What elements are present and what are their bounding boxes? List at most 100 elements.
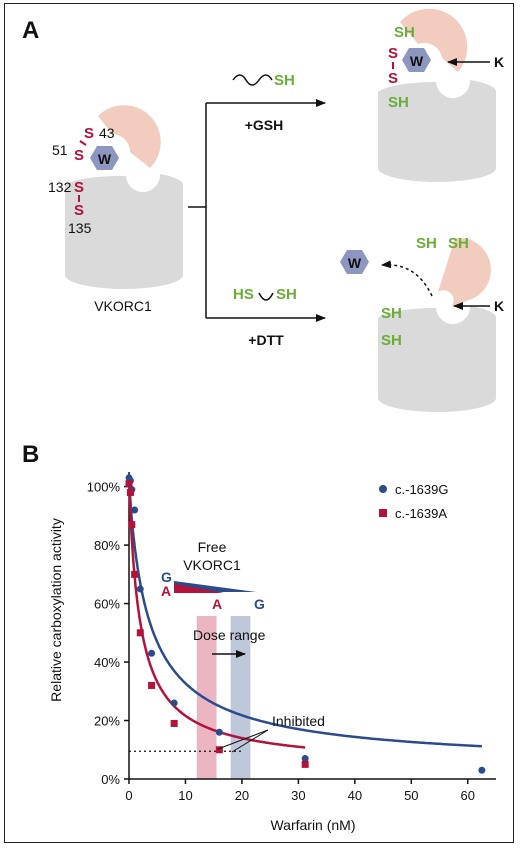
data-point-g (148, 649, 156, 657)
vkorc1-dtt-product: W SH SH SH SH K (340, 235, 504, 412)
x-tick-label: 20 (235, 788, 249, 803)
pink-loop-left (98, 105, 161, 168)
panel-a-letter: A (22, 17, 39, 44)
reaction-arrows (188, 99, 326, 322)
y-tick-label: 80% (94, 538, 120, 553)
dtt-product-sh-3: SH (381, 305, 402, 322)
free-a-right: A (212, 596, 222, 612)
data-point-a (301, 760, 309, 768)
dose-range-band (196, 616, 217, 779)
x-tick-label: 30 (291, 788, 305, 803)
data-points (125, 474, 486, 774)
y-tick-label: 40% (94, 655, 120, 670)
dtt-hs-label: HS (233, 286, 254, 303)
x-tick-label: 40 (348, 788, 362, 803)
data-point-a (170, 719, 178, 727)
warfarin-released (340, 250, 369, 274)
y-tick-label: 20% (94, 714, 120, 729)
pink-loop-dtt (438, 237, 491, 307)
free-g-left: G (161, 569, 172, 585)
dtt-linker (258, 292, 274, 301)
dtt-label: +DTT (248, 332, 284, 348)
warfarin-bound-gsh (402, 48, 431, 72)
y-tick-label: 60% (94, 597, 120, 612)
legend-label-g: c.-1639G (395, 482, 448, 497)
release-arrow (381, 260, 433, 297)
legend-marker-g (379, 485, 387, 493)
legend: c.-1639G c.-1639A (379, 482, 448, 521)
disulfide-s-bottom-1: S (74, 179, 84, 196)
warfarin-label-dtt: W (348, 255, 362, 271)
data-point-g (131, 506, 139, 514)
data-point-a (126, 488, 134, 496)
gsh-product-s-1: S (388, 45, 398, 62)
data-point-a (136, 629, 144, 637)
gsh-product-sh-top: SH (394, 24, 415, 41)
inhibited-pointer-g (231, 729, 269, 753)
fit-curve-g (128, 483, 482, 748)
data-point-a (128, 521, 136, 529)
pink-loop-gsh (400, 8, 468, 72)
disulfide-bond-top (79, 140, 87, 146)
dtt-product-sh-4: SH (381, 332, 402, 349)
gsh-wavy-line (232, 74, 273, 86)
data-point-g (478, 766, 486, 774)
legend-marker-a (379, 509, 387, 517)
protein-body-gsh (378, 80, 497, 182)
y-ticks: 0% 20% 40% 60% 80% 100% (87, 480, 129, 787)
x-tick-label: 50 (404, 788, 418, 803)
vkorc1-label: VKORC1 (94, 298, 152, 314)
y-tick-label: 0% (101, 772, 120, 787)
fit-curve-a (128, 486, 306, 749)
y-tick-label: 100% (87, 480, 121, 495)
free-wedge-a (174, 584, 224, 593)
data-point-g (215, 728, 223, 736)
y-axis-title: Relative carboxylation activity (48, 518, 64, 702)
residue-51: 51 (52, 142, 68, 158)
k-label-gsh: K (494, 54, 504, 70)
warfarin-hexagon (90, 146, 119, 170)
dtt-sh-label: SH (276, 286, 297, 303)
dose-range-label: Dose range (193, 627, 266, 643)
residue-132: 132 (48, 179, 72, 195)
warfarin-label-gsh: W (410, 53, 424, 69)
free-label-line2: VKORC1 (183, 557, 241, 573)
free-a-left: A (161, 583, 171, 599)
inhibited-label: Inhibited (272, 713, 325, 729)
inhibited-pointer-a (217, 729, 269, 750)
free-g-right: G (254, 596, 265, 612)
data-point-a (131, 570, 139, 578)
data-point-a (148, 681, 156, 689)
data-point-g (301, 755, 309, 763)
data-point-a (125, 480, 133, 488)
x-tick-label: 60 (461, 788, 475, 803)
x-ticks: 0 10 20 30 40 50 60 (125, 779, 475, 803)
data-point-g (170, 699, 178, 707)
disulfide-s-top-1: S (84, 125, 94, 142)
carboxylation-chart: 0% 20% 40% 60% 80% 100% 0 10 20 30 40 50 60 Warfari… (48, 472, 496, 833)
vkorc1-left: W 43 51 S S 132 S S 135 VKORC1 (48, 105, 183, 314)
residue-43: 43 (99, 125, 115, 141)
x-tick-label: 10 (178, 788, 192, 803)
disulfide-s-bottom-2: S (74, 202, 84, 219)
protein-body-left (65, 174, 183, 289)
gsh-sh-label: SH (274, 72, 295, 89)
x-axis-title: Warfarin (nM) (270, 817, 355, 833)
x-tick-label: 0 (125, 788, 132, 803)
data-point-a (215, 746, 223, 754)
data-point-g (136, 585, 144, 593)
gsh-product-s-2: S (388, 70, 398, 87)
free-label-line1: Free (198, 539, 227, 555)
gsh-label: +GSH (245, 117, 284, 133)
disulfide-s-top-2: S (74, 147, 84, 164)
legend-label-a: c.-1639A (395, 506, 447, 521)
free-vkorc1-inset: Free VKORC1 G A A G (161, 539, 265, 612)
protein-body-dtt (378, 306, 497, 412)
figure-frame (4, 3, 514, 843)
fit-curves (128, 483, 482, 749)
k-label-dtt: K (494, 298, 504, 314)
warfarin-label: W (98, 151, 112, 167)
panel-b-letter: B (22, 441, 39, 468)
dtt-product-sh-2: SH (448, 235, 469, 252)
